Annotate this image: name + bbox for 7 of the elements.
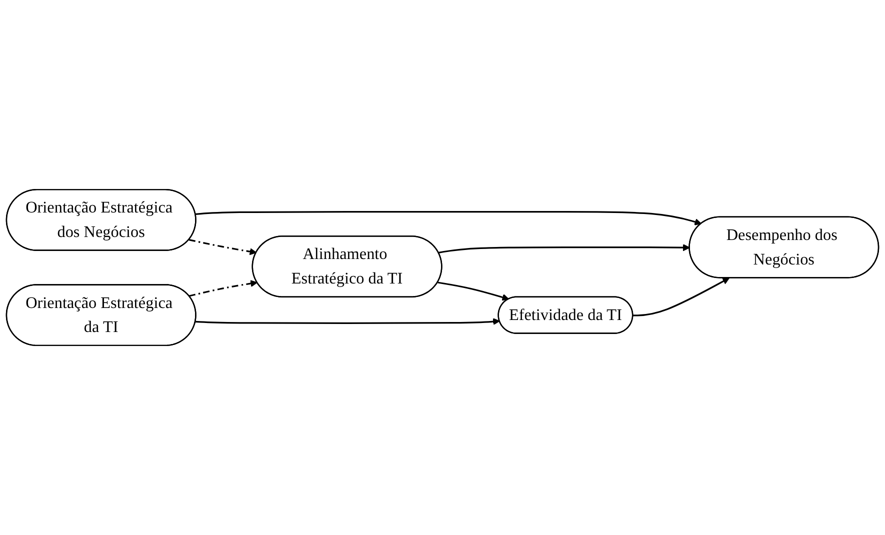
arrow xyxy=(188,239,257,256)
arrow xyxy=(438,282,510,301)
arrow xyxy=(195,211,702,226)
arrow xyxy=(632,278,730,316)
arrow xyxy=(195,318,500,326)
arrow xyxy=(188,280,258,297)
arrow xyxy=(438,244,690,254)
